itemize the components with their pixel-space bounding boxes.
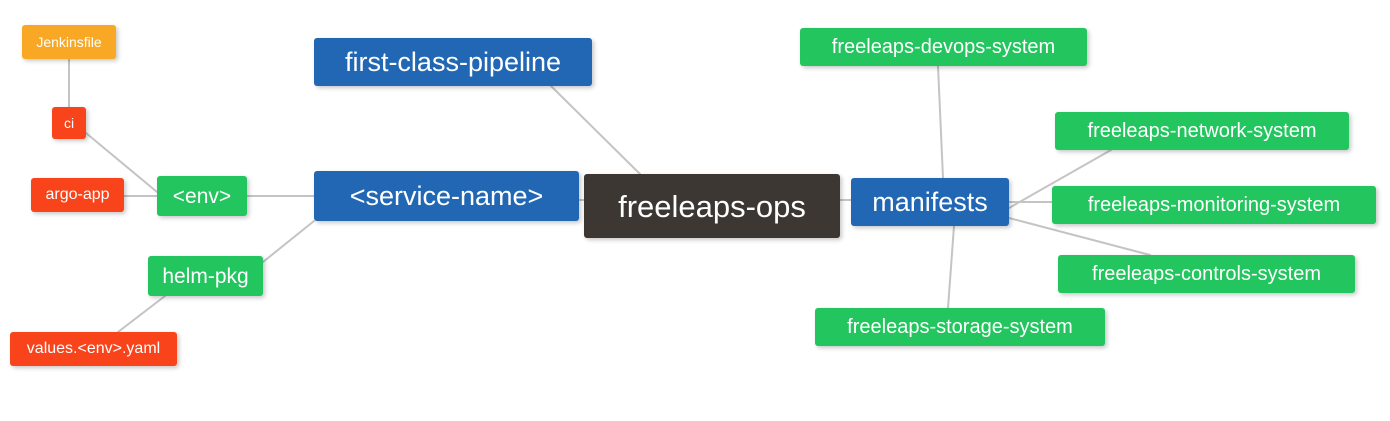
mindmap-node-freeleaps-controls-system[interactable]: freeleaps-controls-system — [1058, 255, 1355, 293]
mindmap-node-freeleaps-monitoring-system[interactable]: freeleaps-monitoring-system — [1052, 186, 1376, 224]
mindmap-node-manifests[interactable]: manifests — [851, 178, 1009, 226]
mindmap-node-freeleaps-ops[interactable]: freeleaps-ops — [584, 174, 840, 238]
mindmap-node-ci[interactable]: ci — [52, 107, 86, 139]
mindmap-node-env[interactable]: <env> — [157, 176, 247, 216]
mindmap-node-argo-app[interactable]: argo-app — [31, 178, 124, 212]
mindmap-node-freeleaps-storage-system[interactable]: freeleaps-storage-system — [815, 308, 1105, 346]
mindmap-edge — [550, 85, 641, 175]
mindmap-node-freeleaps-network-system[interactable]: freeleaps-network-system — [1055, 112, 1349, 150]
mindmap-edge — [937, 65, 944, 179]
mindmap-node-jenkinsfile[interactable]: Jenkinsfile — [22, 25, 116, 59]
mindmap-node-values-yaml[interactable]: values.<env>.yaml — [10, 332, 177, 366]
mindmap-edge — [117, 295, 166, 333]
mindmap-node-service-name[interactable]: <service-name> — [314, 171, 579, 221]
mindmap-edge — [262, 220, 315, 263]
mindmap-node-first-class-pipeline[interactable]: first-class-pipeline — [314, 38, 592, 86]
mindmap-node-helm-pkg[interactable]: helm-pkg — [148, 256, 263, 296]
mindmap-edge — [947, 225, 955, 309]
mindmap-node-freeleaps-devops-system[interactable]: freeleaps-devops-system — [800, 28, 1087, 66]
